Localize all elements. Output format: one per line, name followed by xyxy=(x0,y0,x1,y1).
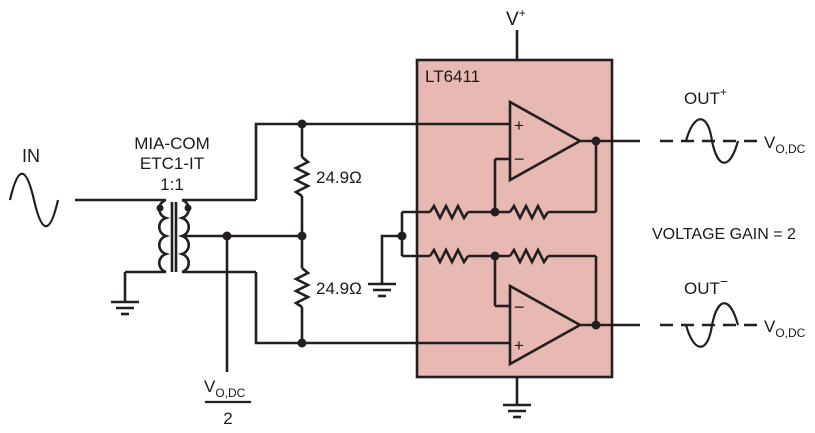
termination-resistor-bottom xyxy=(293,236,311,343)
chip-ground-symbol xyxy=(503,377,531,419)
upper-rail-wire xyxy=(254,122,510,200)
junction-dot xyxy=(297,338,307,348)
out-minus-label: OUT− xyxy=(684,273,728,298)
lower-rail-wire xyxy=(254,272,510,345)
chip-part-number: LT6411 xyxy=(425,67,480,86)
lower-gain-resistors xyxy=(402,247,596,265)
voltage-gain-label: VOLTAGE GAIN = 2 xyxy=(652,226,796,243)
out-plus-dc-label: VO,DC xyxy=(764,133,806,156)
junction-dot xyxy=(222,231,232,241)
termination-resistor-top xyxy=(293,124,311,236)
bottom-opamp-plus-sign: + xyxy=(514,336,524,355)
out-plus-sine-wave xyxy=(684,118,740,164)
bottom-resistor-value: 24.9Ω xyxy=(316,279,362,298)
transformer-model-label: ETC1-IT xyxy=(140,154,204,173)
transformer-maker-label: MIA-COM xyxy=(134,134,210,153)
top-resistor-value: 24.9Ω xyxy=(316,168,362,187)
bias-voltage-denominator: 2 xyxy=(223,409,232,428)
out-minus-sine-wave xyxy=(684,302,740,348)
out-minus-dc-label: VO,DC xyxy=(764,317,806,340)
input-sine-wave xyxy=(8,172,60,228)
bottom-opamp-minus-sign: − xyxy=(514,297,525,317)
top-op-amp xyxy=(493,99,640,212)
junction-dot xyxy=(297,119,307,129)
input-label: IN xyxy=(22,146,40,166)
out-plus-label: OUT+ xyxy=(684,85,727,108)
bottom-op-amp xyxy=(493,256,640,367)
top-opamp-plus-sign: + xyxy=(514,116,524,135)
top-opamp-minus-sign: − xyxy=(514,149,525,169)
transformer-ground-symbol xyxy=(111,300,139,316)
transformer-ratio-label: 1:1 xyxy=(160,175,184,194)
junction-dot xyxy=(297,231,307,241)
vplus-label: V+ xyxy=(506,6,526,30)
internal-ground-node xyxy=(368,212,407,298)
bias-voltage-numerator: VO,DC xyxy=(204,377,246,400)
transformer xyxy=(75,198,302,302)
